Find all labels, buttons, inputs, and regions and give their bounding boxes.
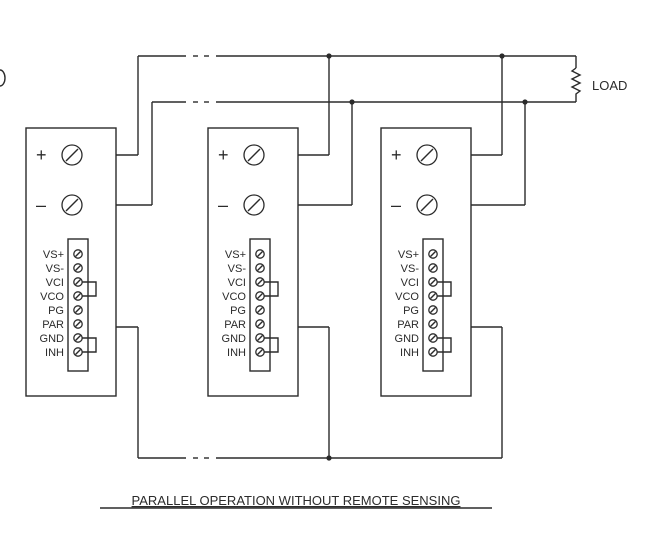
pin-label-pg: PG	[230, 305, 246, 317]
pin-screws	[255, 249, 265, 357]
vci-vco-jumper	[264, 281, 279, 297]
power-supply-module-1: + – VS+ VS- VCI VCO PG PAR GND INH	[25, 127, 117, 397]
pin-label-gnd: GND	[395, 333, 420, 345]
plus-sign: +	[36, 145, 47, 165]
power-supply-module-2: + – VS+ VS- VCI VCO PG PAR GND INH	[207, 127, 299, 397]
pin-label-vco: VCO	[40, 291, 64, 303]
pin-label-vs-minus: VS-	[46, 263, 65, 275]
pin-label-vco: VCO	[395, 291, 419, 303]
positive-bus	[82, 55, 577, 156]
minus-sign: –	[218, 195, 228, 215]
vci-vco-jumper	[82, 281, 97, 297]
pin-label-vs-minus: VS-	[401, 263, 420, 275]
positive-screw-terminal	[61, 144, 83, 166]
pin-label-vs-plus: VS+	[225, 249, 246, 261]
pin-label-pg: PG	[48, 305, 64, 317]
vci-vco-jumper	[437, 281, 452, 297]
gnd-inh-jumper	[82, 337, 97, 353]
pin-label-gnd: GND	[222, 333, 247, 345]
diagram-caption: PARALLEL OPERATION WITHOUT REMOTE SENSIN…	[132, 493, 461, 508]
pin-label-vci: VCI	[46, 277, 64, 289]
load-resistor	[570, 67, 582, 96]
pin-label-vci: VCI	[401, 277, 419, 289]
positive-screw-terminal	[243, 144, 265, 166]
pin-label-par: PAR	[42, 319, 64, 331]
negative-screw-terminal	[243, 194, 265, 216]
pin-label-vs-plus: VS+	[398, 249, 419, 261]
plus-sign: +	[218, 145, 229, 165]
minus-sign: –	[391, 195, 401, 215]
edge-fragment	[0, 69, 6, 87]
gnd-inh-jumper	[437, 337, 452, 353]
pin-screws	[73, 249, 83, 357]
minus-sign: –	[36, 195, 46, 215]
pin-label-inh: INH	[45, 347, 64, 359]
positive-screw-terminal	[416, 144, 438, 166]
load-label: LOAD	[592, 78, 627, 93]
pin-labels: VS+ VS- VCI VCO PG PAR GND INH	[222, 249, 247, 359]
negative-screw-terminal	[416, 194, 438, 216]
pin-label-par: PAR	[224, 319, 246, 331]
pin-label-inh: INH	[227, 347, 246, 359]
pin-label-inh: INH	[400, 347, 419, 359]
plus-sign: +	[391, 145, 402, 165]
pin-label-vci: VCI	[228, 277, 246, 289]
pin-label-pg: PG	[403, 305, 419, 317]
pin-labels: VS+ VS- VCI VCO PG PAR GND INH	[40, 249, 65, 359]
pin-label-vco: VCO	[222, 291, 246, 303]
pin-label-vs-minus: VS-	[228, 263, 247, 275]
pin-label-gnd: GND	[40, 333, 65, 345]
negative-screw-terminal	[61, 194, 83, 216]
pin-labels: VS+ VS- VCI VCO PG PAR GND INH	[395, 249, 420, 359]
gnd-inh-jumper	[264, 337, 279, 353]
power-supply-module-3: + – VS+ VS- VCI VCO PG PAR GND INH	[380, 127, 472, 397]
pin-label-vs-plus: VS+	[43, 249, 64, 261]
pin-label-par: PAR	[397, 319, 419, 331]
